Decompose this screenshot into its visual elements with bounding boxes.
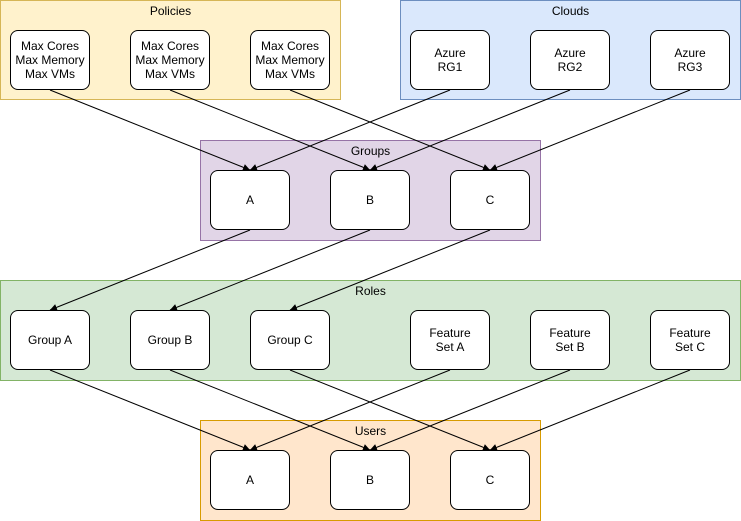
user-node-a[interactable]: A bbox=[210, 450, 290, 510]
role-node-group-a[interactable]: Group A bbox=[10, 310, 90, 370]
roles-title: Roles bbox=[355, 284, 386, 298]
user-node-b[interactable]: B bbox=[330, 450, 410, 510]
role-node-group-c[interactable]: Group C bbox=[250, 310, 330, 370]
user-node-c[interactable]: C bbox=[450, 450, 530, 510]
role-node-group-b[interactable]: Group B bbox=[130, 310, 210, 370]
role-node-feature-set-b[interactable]: Feature Set B bbox=[530, 310, 610, 370]
policy-node-3[interactable]: Max Cores Max Memory Max VMs bbox=[250, 30, 330, 90]
cloud-node-rg1[interactable]: Azure RG1 bbox=[410, 30, 490, 90]
cloud-node-rg3[interactable]: Azure RG3 bbox=[650, 30, 730, 90]
group-node-b[interactable]: B bbox=[330, 170, 410, 230]
roles-container: Roles bbox=[0, 280, 741, 381]
users-title: Users bbox=[354, 424, 387, 438]
policy-node-1[interactable]: Max Cores Max Memory Max VMs bbox=[10, 30, 90, 90]
groups-title: Groups bbox=[350, 144, 391, 158]
role-node-feature-set-a[interactable]: Feature Set A bbox=[410, 310, 490, 370]
policy-node-2[interactable]: Max Cores Max Memory Max VMs bbox=[130, 30, 210, 90]
clouds-title: Clouds bbox=[551, 4, 590, 18]
cloud-node-rg2[interactable]: Azure RG2 bbox=[530, 30, 610, 90]
group-node-c[interactable]: C bbox=[450, 170, 530, 230]
policies-title: Policies bbox=[149, 4, 192, 18]
role-node-feature-set-c[interactable]: Feature Set C bbox=[650, 310, 730, 370]
group-node-a[interactable]: A bbox=[210, 170, 290, 230]
